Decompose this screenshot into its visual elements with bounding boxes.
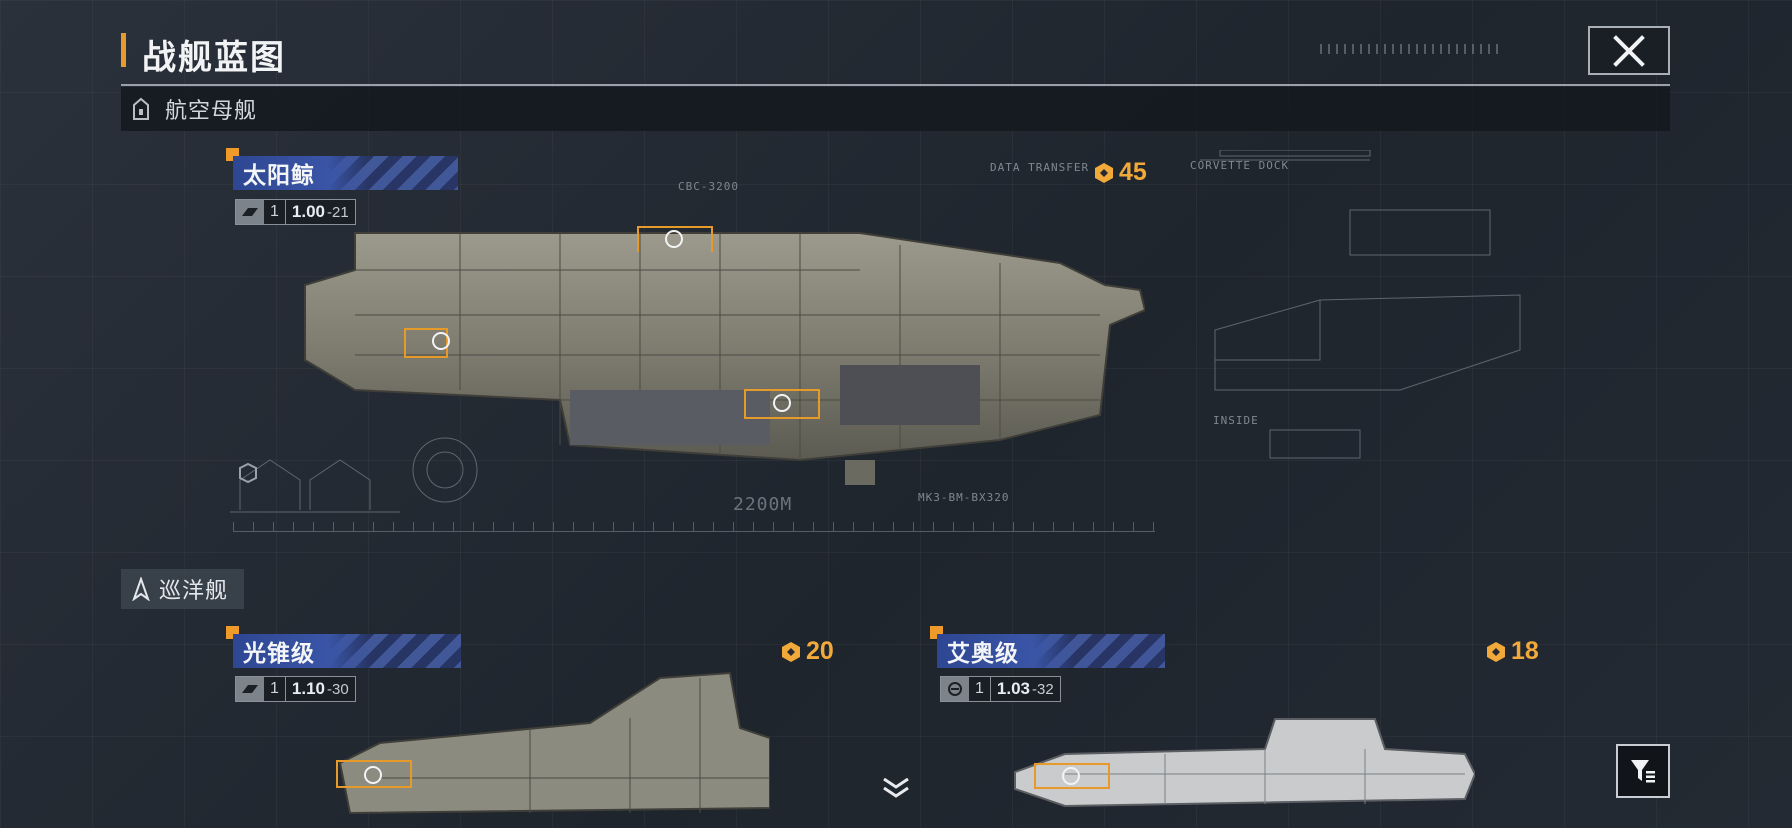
ship-stat-major: 1.00 bbox=[291, 202, 325, 221]
manufacturer-icon bbox=[236, 677, 264, 701]
section-carrier-label: 航空母舰 bbox=[165, 98, 258, 123]
hardpoint-marker[interactable] bbox=[364, 766, 382, 784]
ship-io-image[interactable] bbox=[1005, 714, 1475, 814]
ship-name-band[interactable]: 艾奥级 bbox=[937, 634, 1165, 668]
section-cruiser-label: 巡洋舰 bbox=[159, 578, 229, 603]
hardpoint-marker[interactable] bbox=[773, 394, 791, 412]
ship-stat-minor: -32 bbox=[1032, 680, 1054, 698]
ship-cost: 20 bbox=[780, 637, 834, 666]
hexagon-icon bbox=[239, 462, 257, 484]
manufacturer-round-icon bbox=[941, 677, 969, 701]
ship-stats: 1 1.03 -32 bbox=[940, 676, 1061, 702]
manufacturer-icon bbox=[236, 200, 264, 224]
section-carrier-header: 航空母舰 bbox=[121, 87, 1670, 131]
hardpoint-marker[interactable] bbox=[1062, 767, 1080, 785]
ship-stat-minor: -30 bbox=[327, 680, 349, 698]
cost-badge-icon bbox=[782, 641, 800, 662]
ship-cost: 45 bbox=[1093, 158, 1147, 187]
ship-name: 太阳鲸 bbox=[243, 162, 315, 188]
ship-sunwhale-image[interactable] bbox=[300, 225, 1145, 495]
scale-ruler bbox=[233, 522, 1155, 532]
hardpoint-marker[interactable] bbox=[432, 332, 450, 350]
blueprint-hangar-schematic bbox=[230, 437, 478, 513]
cbc-label: CBC-3200 bbox=[678, 180, 739, 193]
hardpoint-marker[interactable] bbox=[665, 230, 683, 248]
filter-icon bbox=[1631, 760, 1655, 783]
blueprint-schematic bbox=[1200, 150, 1521, 459]
ship-level: 1 bbox=[969, 677, 991, 701]
length-label: 2200M bbox=[733, 494, 793, 515]
cruiser-icon bbox=[132, 577, 150, 601]
mk-label: MK3-BM-BX320 bbox=[918, 491, 1010, 504]
ship-cost: 18 bbox=[1485, 637, 1539, 666]
section-cruiser-header: 巡洋舰 bbox=[121, 569, 244, 609]
data-transfer-label: DATA TRANSFER bbox=[990, 161, 1090, 174]
ship-stat-minor: -21 bbox=[327, 203, 349, 221]
close-button[interactable] bbox=[1588, 26, 1670, 75]
scroll-down-chevron-icon[interactable] bbox=[880, 775, 912, 799]
page-title: 战舰蓝图 bbox=[142, 39, 286, 77]
header-decoration bbox=[1320, 44, 1500, 54]
cost-badge-icon bbox=[1487, 641, 1505, 662]
inside-label: INSIDE bbox=[1213, 414, 1259, 427]
ship-level: 1 bbox=[264, 200, 286, 224]
hardpoint-bracket bbox=[744, 389, 820, 419]
ship-stats: 1 1.00 -21 bbox=[235, 199, 356, 225]
carrier-icon bbox=[133, 97, 149, 120]
ship-stats: 1 1.10 -30 bbox=[235, 676, 356, 702]
hardpoint-bracket bbox=[637, 226, 713, 252]
ship-stat-major: 1.03 bbox=[996, 679, 1030, 698]
ship-name-band[interactable]: 太阳鲸 bbox=[233, 156, 458, 190]
hardpoint-bracket bbox=[336, 760, 412, 788]
corvette-dock-label: CORVETTE DOCK bbox=[1190, 159, 1290, 172]
filter-button[interactable] bbox=[1616, 744, 1670, 798]
ship-name-band[interactable]: 光锥级 bbox=[233, 634, 461, 668]
ship-stat-major: 1.10 bbox=[291, 679, 325, 698]
cost-badge-icon bbox=[1095, 162, 1113, 183]
ship-name: 艾奥级 bbox=[947, 640, 1019, 666]
ship-name: 光锥级 bbox=[243, 640, 315, 666]
ship-lightcone-image[interactable] bbox=[330, 668, 770, 816]
close-icon bbox=[1613, 34, 1645, 67]
header-divider bbox=[121, 84, 1670, 86]
title-accent-bar bbox=[121, 33, 126, 67]
ship-level: 1 bbox=[264, 677, 286, 701]
hardpoint-bracket bbox=[1034, 763, 1110, 789]
